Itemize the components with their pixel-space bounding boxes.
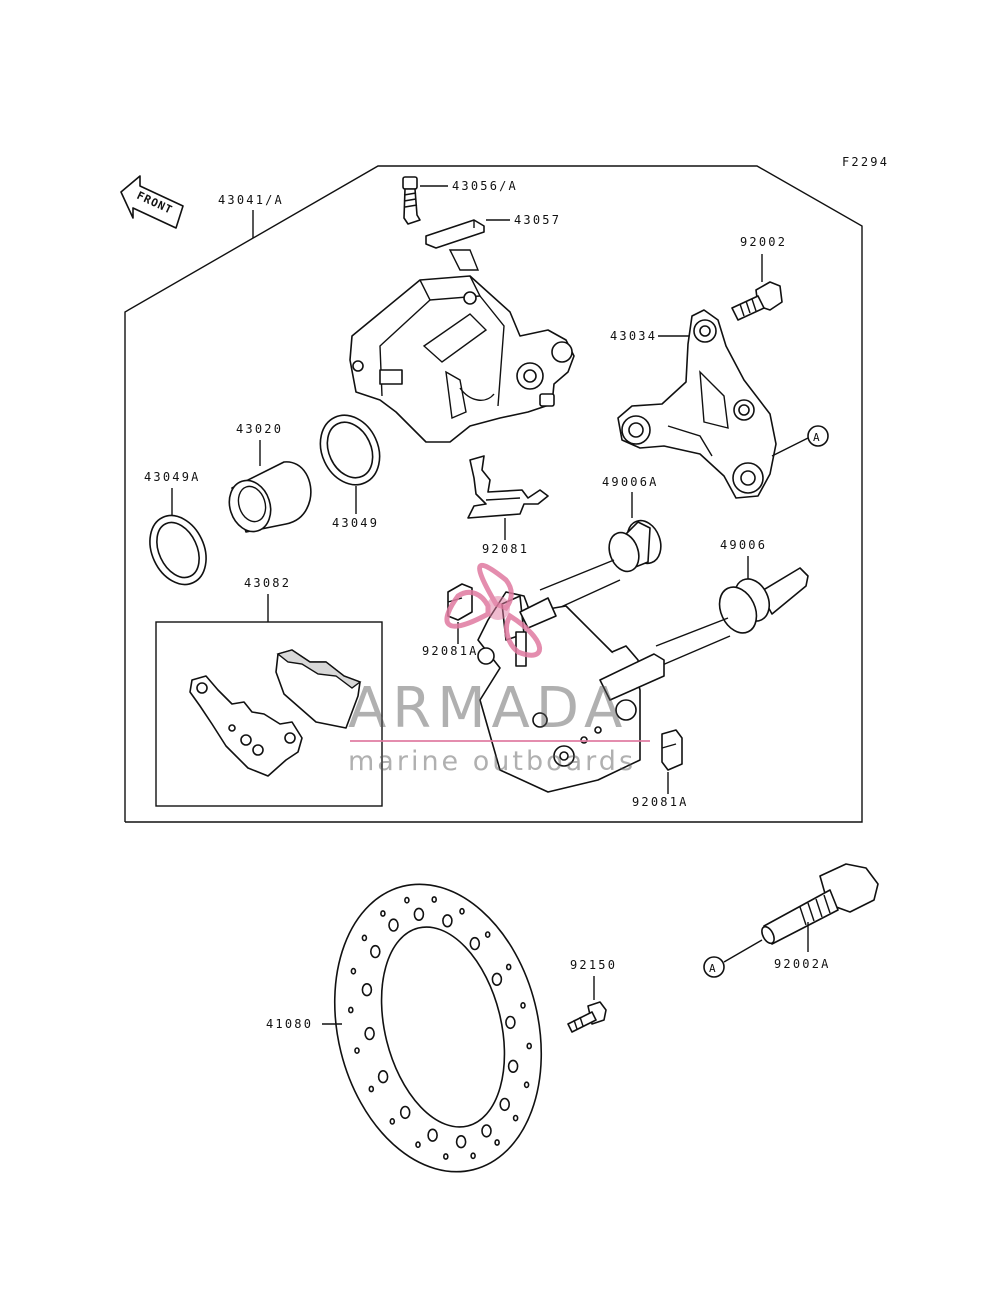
label-holder: 43034 [610,329,657,343]
disc-hole [404,896,410,904]
boot-pin [718,567,809,634]
label-seal-outer: 43049A [144,470,201,484]
disc-hole [523,1081,530,1089]
label-pad-set: 43082 [244,576,291,590]
bolt-bottom [761,863,879,945]
label-disc: 41080 [266,1017,313,1031]
disc-hole [507,1059,519,1074]
watermark-tagline: marine outboards [348,746,636,777]
disc-hole [442,1153,449,1160]
disc-hole [505,963,512,971]
leader-ref-a-top [771,437,809,457]
label-spring: 92081 [482,542,529,556]
disc-hole [399,1105,411,1120]
leader-ref-a-bottom [723,939,763,963]
disc-hole [499,1097,511,1112]
disc-hole [526,1042,533,1050]
disc-hole [364,1026,375,1041]
brake-disc [333,883,543,1173]
propeller-logo-icon [444,562,543,658]
disc-hole [494,1139,500,1146]
front-arrow-icon: FRONT [120,175,184,229]
caliper-assembly-outline [124,165,863,823]
disc-hole [388,918,399,932]
figure-code: F2294 [842,155,889,169]
label-caliper-assy: 43041/A [218,193,284,207]
label-bolt-top: 92002 [740,235,787,249]
disc-hole [505,1015,516,1030]
disc-hole [520,1002,526,1009]
boot-a [608,519,662,573]
piston-seal [319,414,381,486]
watermark-brand: ARMADA [348,676,628,741]
label-spring-a-right: 92081A [632,795,689,809]
piston [228,461,312,533]
disc-hole [347,1006,354,1014]
disc-hole [380,910,386,917]
label-boot-a: 49006A [602,475,659,489]
disc-screw [567,1001,607,1033]
label-bleed-valve: 43056/A [452,179,518,193]
disc-hole [350,967,357,975]
disc-hole [459,907,465,915]
label-cap: 43057 [514,213,561,227]
pad-set-box [155,621,383,807]
disc-hole [354,1047,360,1054]
disc-hole [481,1124,492,1138]
ref-marker-bottom-letter: A [709,962,716,975]
disc-hole [415,1141,421,1149]
label-piston: 43020 [236,422,283,436]
disc-hole [427,1128,438,1142]
ref-marker-top-letter: A [813,431,820,444]
caliper-body [349,249,575,443]
disc-hole [368,1085,375,1093]
disc-hole [361,982,373,997]
disc-hole [431,896,438,903]
disc-hole [369,944,381,959]
disc-hole [491,972,503,986]
brake-pad-front [189,675,303,777]
disc-hole [455,1134,467,1149]
ref-marker-top [807,425,829,447]
outer-seal [149,514,207,586]
label-boot: 49006 [720,538,767,552]
label-screw: 92150 [570,958,617,972]
cap [425,219,485,249]
disc-hole [413,907,425,921]
label-spring-a-left: 92081A [422,644,479,658]
brake-pad-rear [275,649,362,729]
bolt-top [731,281,783,321]
disc-hole [484,931,491,938]
ref-marker-bottom [703,956,725,978]
disc-hole [469,936,481,951]
label-bolt-bottom: 92002A [774,957,831,971]
label-seal-piston: 43049 [332,516,379,530]
bleed-valve [402,176,421,225]
caliper-holder [617,309,777,499]
disc-hole [389,1118,396,1125]
disc-hole [361,934,368,942]
disc-hole [512,1114,519,1122]
watermark: ARMADA marine outboards [348,562,650,777]
disc-hole [442,914,453,928]
disc-hole [377,1069,389,1084]
pad-spring-a-right [661,729,683,771]
pad-spring [467,455,549,519]
disc-hole [470,1152,476,1160]
